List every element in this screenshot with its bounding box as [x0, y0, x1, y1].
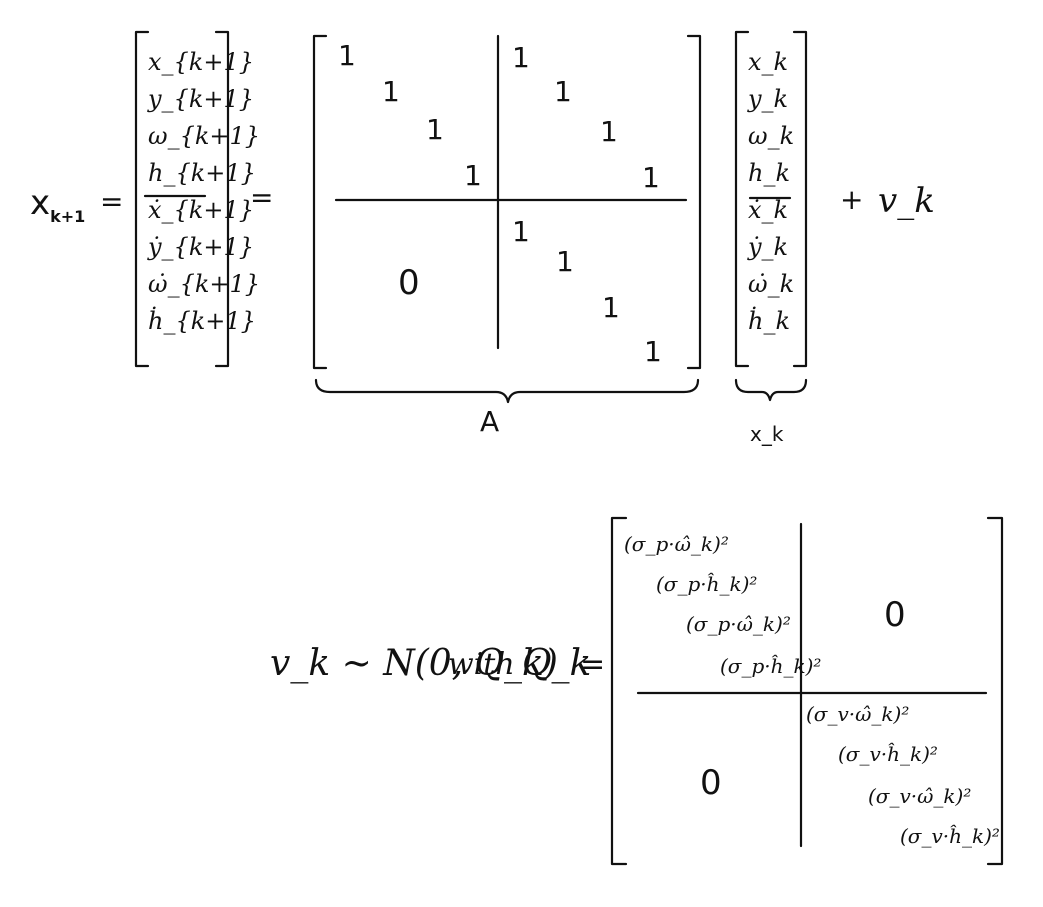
rhs-vector-right-bracket [792, 30, 808, 368]
equals-a: = [250, 181, 274, 214]
a-one: 1 [512, 41, 530, 74]
a-one: 1 [600, 115, 618, 148]
a-one: 1 [338, 39, 356, 72]
q-entry: (σ_v·ω̂_k)² [868, 784, 972, 808]
a-one: 1 [642, 161, 660, 194]
matrix-a-left-bracket [312, 34, 328, 370]
matrix-a-right-bracket [686, 34, 702, 370]
lhs-entry: ω_{k+1} [148, 122, 261, 150]
q-equals: = [580, 647, 606, 682]
a-one: 1 [556, 245, 574, 278]
matrix-a-underbrace [314, 378, 700, 404]
lhs-entry: h_{k+1} [148, 159, 256, 187]
lhs-entry: ḣ_{k+1} [148, 307, 256, 335]
lhs-entry: x_{k+1} [148, 48, 254, 76]
lhs-symbol: xk+1 [30, 183, 86, 226]
rhs-entry: ω_k [748, 122, 795, 150]
q-entry: (σ_p·ω̂_k)² [624, 532, 729, 556]
matrix-a-label: A [480, 405, 500, 438]
lhs-entry: ω̇_{k+1} [148, 270, 261, 298]
rhs-entry: h_k [748, 159, 790, 187]
a-one: 1 [554, 75, 572, 108]
matrix-q-right-bracket [986, 516, 1004, 866]
lhs-entry: ẏ_{k+1} [148, 233, 255, 261]
rhs-entry: ẏ_k [748, 233, 789, 261]
with-word: with [448, 647, 515, 682]
lhs-entry: ẋ_{k+1} [148, 196, 254, 224]
lhs-state-vector: x_{k+1} y_{k+1} ω_{k+1} h_{k+1} ẋ_{k+1} … [148, 44, 260, 340]
a-one: 1 [602, 291, 620, 324]
q-zero: 0 [700, 763, 722, 803]
q-zero: 0 [884, 595, 906, 635]
a-one: 1 [426, 113, 444, 146]
a-zero: 0 [398, 263, 420, 303]
lhs-vector-left-bracket [134, 30, 150, 368]
rhs-entry: ḣ_k [748, 307, 790, 335]
rhs-vector-left-bracket [734, 30, 750, 368]
matrix-q-left-bracket [610, 516, 628, 866]
rhs-state-vector: x_k y_k ω_k h_k ẋ_k ẏ_k ω̇_k ḣ_k [748, 44, 794, 340]
noise-distribution: v_k ~ N(0, Q_k) [270, 643, 558, 684]
lhs-entry: y_{k+1} [148, 85, 255, 113]
q-entry: (σ_v·ω̂_k)² [806, 702, 910, 726]
rhs-vector-underbrace [734, 378, 808, 402]
noise-term: v_k [878, 181, 935, 221]
a-one: 1 [382, 75, 400, 108]
rhs-entry: x_k [748, 48, 789, 76]
q-entry: (σ_v·ĥ_k)² [900, 824, 1000, 848]
q-entry: (σ_p·ĥ_k)² [656, 572, 758, 596]
a-one: 1 [644, 335, 662, 368]
q-entry: (σ_v·ĥ_k)² [838, 742, 938, 766]
rhs-entry: ẋ_k [748, 196, 789, 224]
lhs-equals: = [100, 185, 124, 218]
a-one: 1 [464, 159, 482, 192]
rhs-entry: ω̇_k [748, 270, 795, 298]
rhs-vector-label: x_k [750, 422, 784, 446]
q-entry: (σ_p·ω̂_k)² [686, 612, 791, 636]
lhs-vector-right-bracket [214, 30, 230, 368]
q-symbol: Q_k [522, 643, 592, 684]
a-one: 1 [512, 215, 530, 248]
plus-sign: + [840, 183, 864, 216]
rhs-entry: y_k [748, 85, 789, 113]
q-entry: (σ_p·ĥ_k)² [720, 654, 822, 678]
